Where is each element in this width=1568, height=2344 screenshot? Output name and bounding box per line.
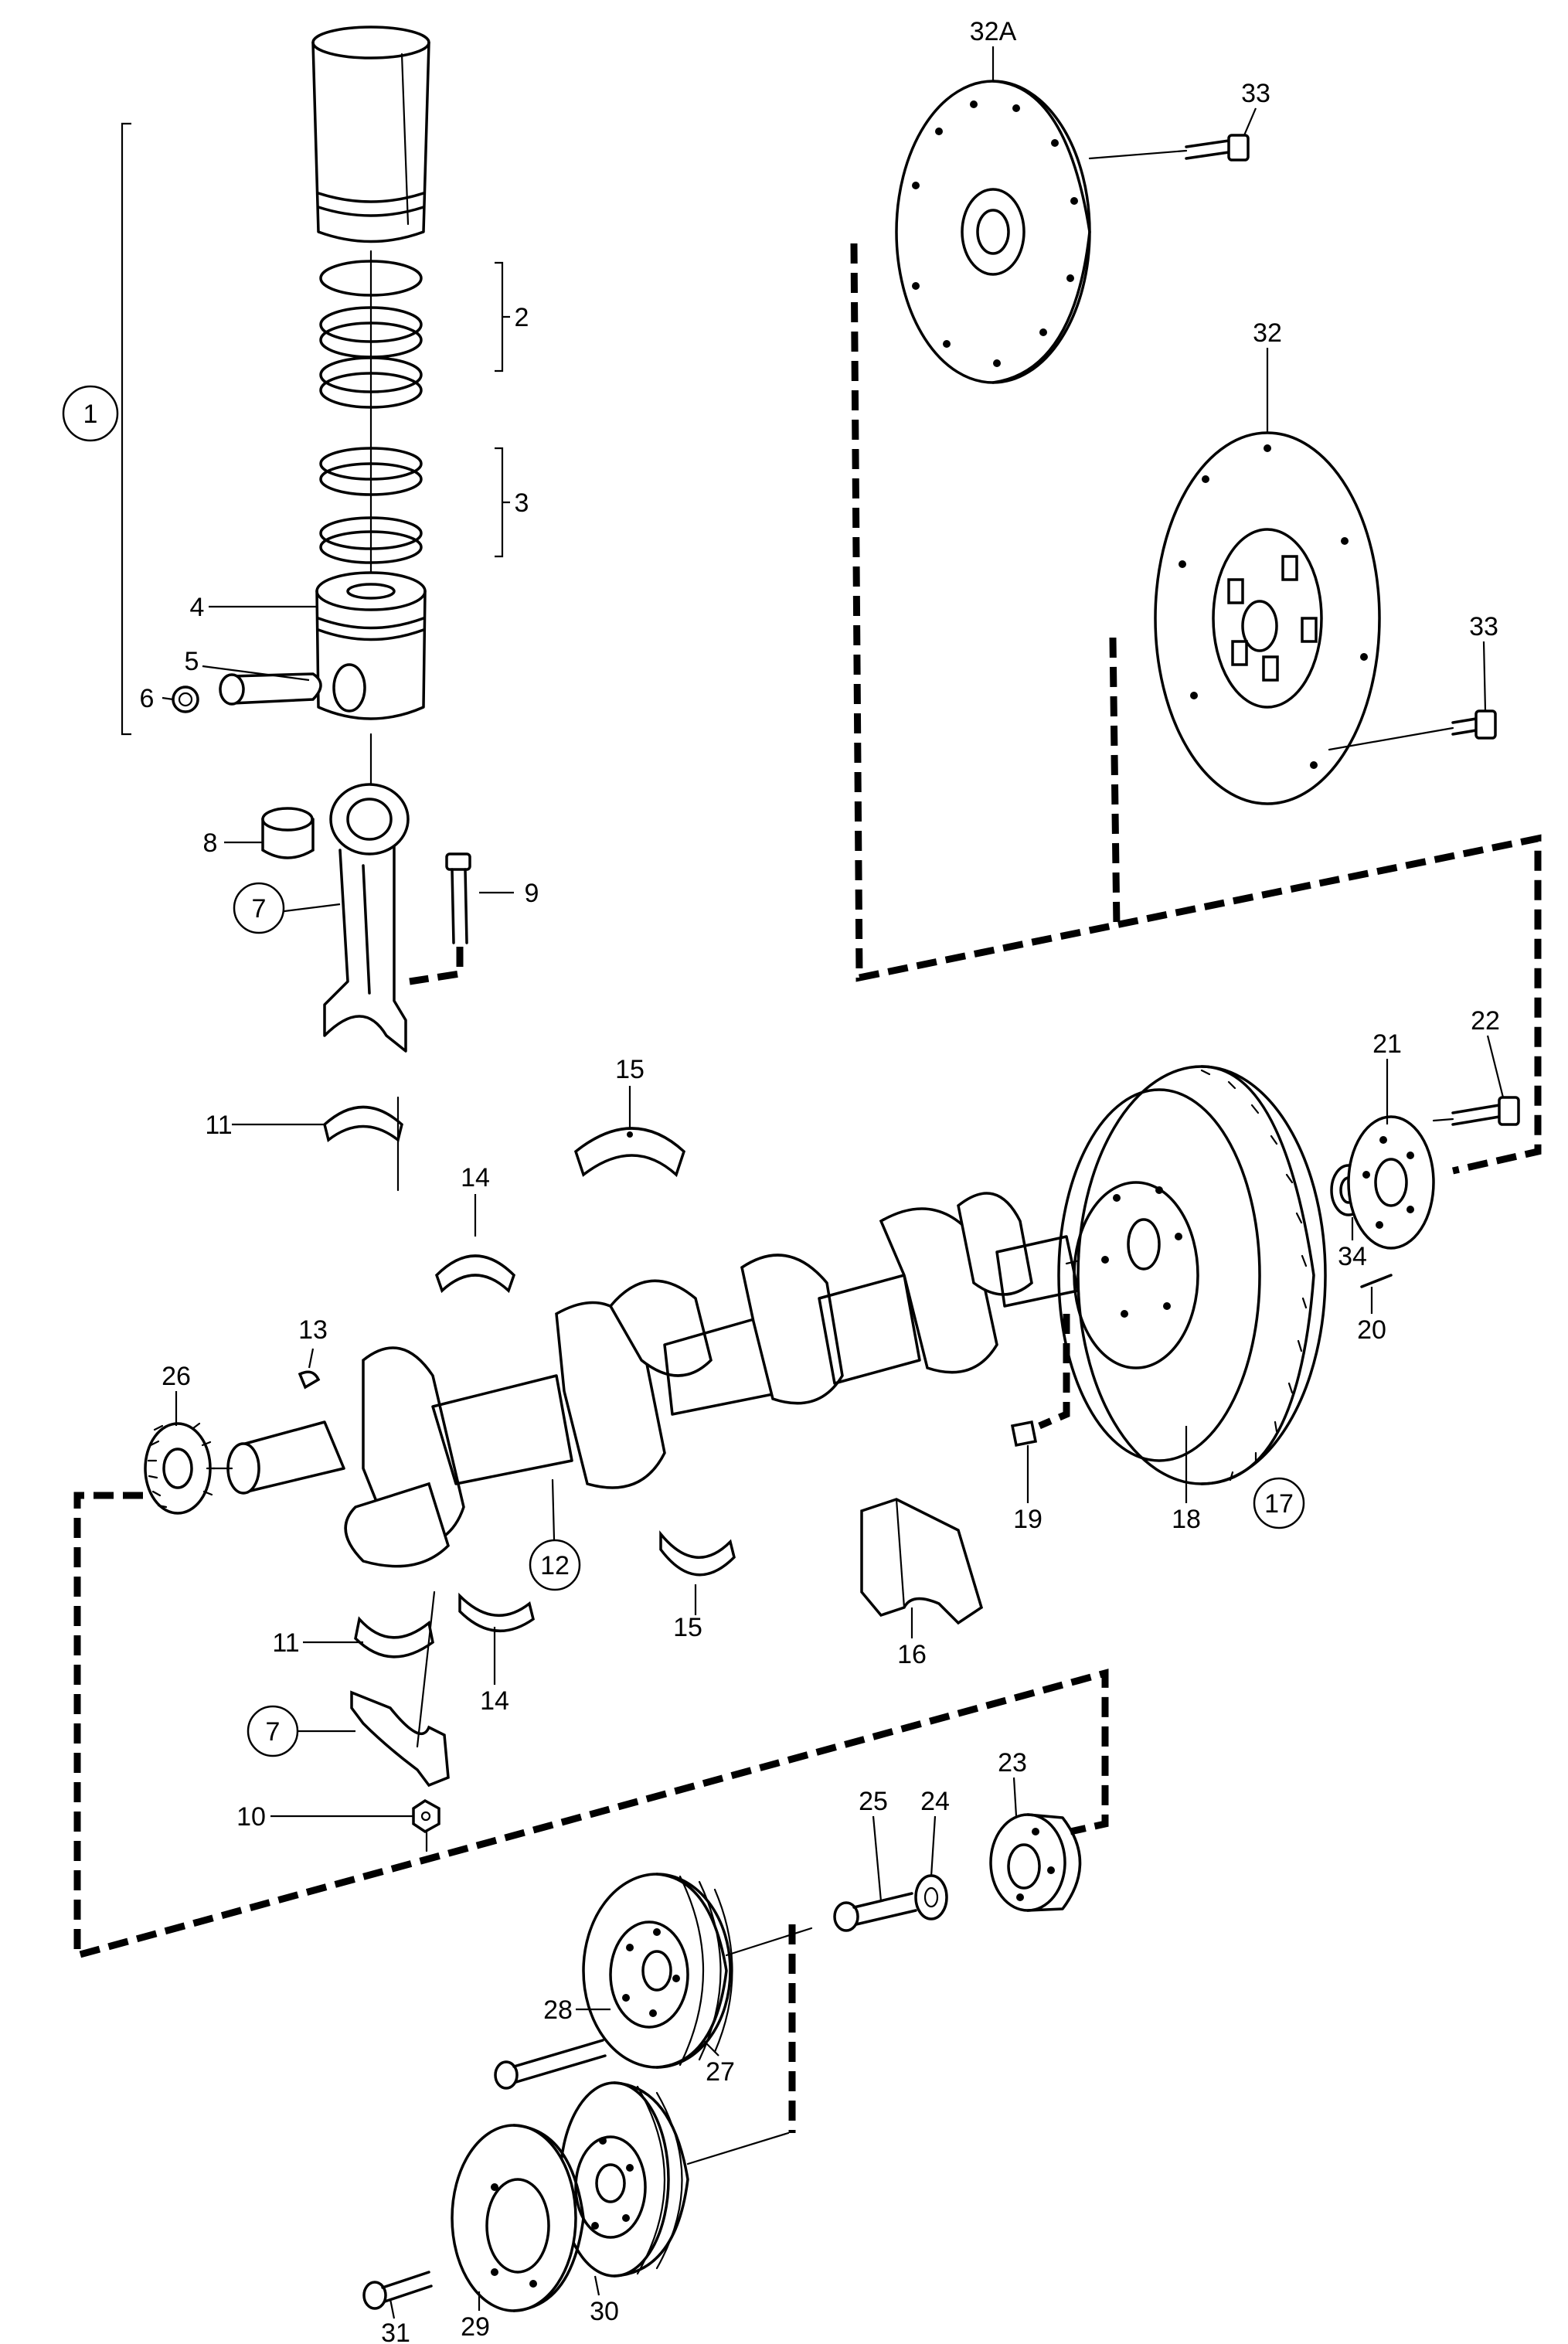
label-27: 27 <box>706 2057 735 2087</box>
badge-circle-12 <box>529 1539 581 1591</box>
main-bearing-lower-15 <box>659 1530 736 1577</box>
woodruff-key <box>298 1370 321 1390</box>
label-14a: 14 <box>461 1163 490 1192</box>
label-8: 8 <box>203 828 218 858</box>
conrod-bolt-connector <box>409 947 464 985</box>
pulley-27 <box>582 1873 733 2069</box>
label-22: 22 <box>1471 1006 1500 1036</box>
label-25: 25 <box>859 1787 888 1816</box>
dowel-pin <box>1360 1274 1393 1288</box>
label-24: 24 <box>920 1787 950 1816</box>
label-33a: 33 <box>1241 79 1270 108</box>
label-1: 1 <box>83 400 98 429</box>
label-18: 18 <box>1172 1505 1201 1534</box>
pulley-30 <box>559 2081 689 2278</box>
group-1-bracket <box>121 122 131 736</box>
label-26: 26 <box>162 1362 191 1391</box>
label-15a: 15 <box>615 1055 645 1084</box>
label-33b: 33 <box>1469 612 1498 641</box>
label-13: 13 <box>298 1315 328 1345</box>
main-bearing-upper-14 <box>434 1254 516 1294</box>
connector-flywheel-bush <box>1038 1314 1070 1430</box>
label-6: 6 <box>140 684 155 713</box>
small-end-bush <box>261 807 315 859</box>
piston <box>315 571 427 720</box>
label-7a: 7 <box>252 894 267 924</box>
label-29: 29 <box>461 2312 490 2342</box>
hub-23 <box>989 1813 1082 1912</box>
group-2-bracket <box>495 261 510 373</box>
label-2: 2 <box>515 303 529 332</box>
connecting-rod <box>323 783 410 1053</box>
label-9: 9 <box>525 879 539 908</box>
pulley-29 <box>451 2124 585 2312</box>
connector-gear-hub <box>73 1492 1109 1960</box>
crankshaft <box>226 1192 1091 1568</box>
bolt-28 <box>494 2039 607 2090</box>
conrod-nut <box>412 1798 440 1852</box>
label-21: 21 <box>1372 1029 1402 1059</box>
label-28: 28 <box>543 1995 573 2025</box>
spigot-bush <box>1010 1420 1038 1448</box>
label-14b: 14 <box>480 1686 509 1716</box>
big-end-bearing-lower <box>354 1616 434 1658</box>
badge-circle-1 <box>62 385 119 442</box>
label-17: 17 <box>1264 1489 1294 1519</box>
part-labels: 1 2 3 4 5 6 7 7 8 9 10 11 11 12 13 14 14… <box>83 17 1500 2344</box>
label-15b: 15 <box>673 1613 702 1642</box>
label-16: 16 <box>897 1640 927 1669</box>
badge-circle-7b <box>247 1705 299 1757</box>
crankshaft-gear <box>144 1422 216 1515</box>
label-32: 32 <box>1253 318 1282 348</box>
conrod-bolt <box>445 852 471 944</box>
label-34: 34 <box>1338 1242 1367 1271</box>
drive-plate-bolt-b <box>1451 709 1497 740</box>
label-30: 30 <box>590 2297 619 2326</box>
drive-plate-bolt-a <box>1185 134 1250 162</box>
label-5: 5 <box>185 647 199 676</box>
label-23: 23 <box>998 1748 1027 1778</box>
connecting-rod-cap <box>350 1590 450 1788</box>
label-12: 12 <box>540 1551 570 1580</box>
washer-24 <box>914 1874 948 1920</box>
label-20: 20 <box>1357 1315 1386 1345</box>
label-10: 10 <box>236 1802 266 1832</box>
group-3-bracket <box>495 447 510 558</box>
bolt-25 <box>833 1892 917 1932</box>
label-11b: 11 <box>272 1628 299 1658</box>
flywheel-plate <box>1347 1115 1435 1250</box>
connector-driveplate-flywheel <box>850 243 1542 1175</box>
label-19: 19 <box>1013 1505 1042 1534</box>
connector-driveplate-32 <box>1109 637 1121 928</box>
circlip <box>172 686 199 713</box>
piston-pin <box>219 672 322 706</box>
drive-plate-32 <box>1154 431 1381 805</box>
label-3: 3 <box>515 488 529 518</box>
badge-circle-7a <box>233 882 285 934</box>
label-7b: 7 <box>266 1717 281 1747</box>
label-4: 4 <box>190 593 205 622</box>
main-bearing-lower-14 <box>458 1592 535 1633</box>
label-31: 31 <box>381 2318 410 2344</box>
cylinder-liner <box>311 26 430 243</box>
big-end-bearing-upper <box>323 1096 403 1192</box>
drive-plate-32a <box>895 80 1091 384</box>
badge-circle-17 <box>1253 1477 1305 1529</box>
flywheel <box>1057 1065 1327 1485</box>
label-32a: 32A <box>970 17 1017 46</box>
flywheel-bolt <box>1451 1096 1520 1126</box>
label-11a: 11 <box>205 1111 232 1140</box>
main-bearing-upper-15 <box>573 1127 686 1178</box>
bolt-31 <box>362 2271 433 2310</box>
main-bearing-cap <box>860 1498 984 1625</box>
